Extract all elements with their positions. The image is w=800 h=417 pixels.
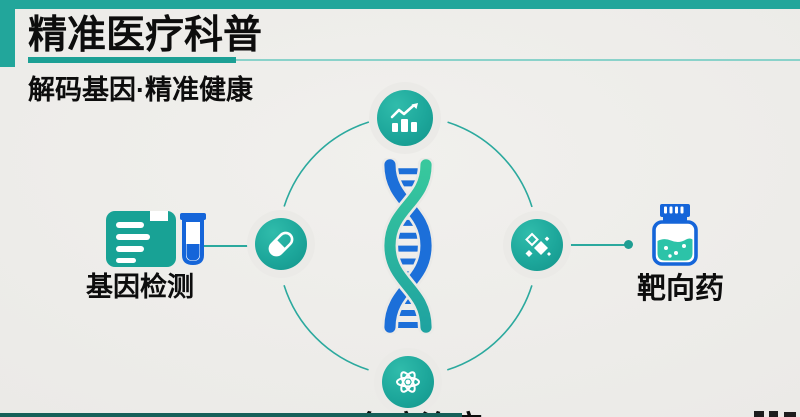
- right-connector-dot: [624, 240, 633, 249]
- targeted-drug-label: 靶向药: [637, 273, 725, 305]
- molecule-diamonds-icon: [525, 232, 551, 257]
- right-connector-line: [563, 244, 625, 246]
- page-subtitle: 解码基因·精准健康: [28, 75, 253, 105]
- page-title: 精准医疗科普: [28, 14, 263, 57]
- cropped-watermark-mark: [784, 412, 796, 417]
- left-connector-line: [188, 245, 254, 247]
- growth-chart-icon: [390, 103, 418, 132]
- title-underline-thin: [236, 59, 800, 61]
- capsule-icon: [268, 231, 294, 257]
- report-and-test-tube-icon: [106, 211, 206, 267]
- cropped-watermark-mark: [769, 411, 778, 417]
- title-accent-bar: [0, 9, 15, 67]
- medicine-bottle-icon: [652, 204, 698, 266]
- bottom-accent-bar: [0, 413, 462, 417]
- bottom-node: [382, 356, 434, 408]
- top-accent-bar: [0, 0, 800, 9]
- left-node: [255, 218, 307, 270]
- gene-testing-label: 基因检测: [86, 272, 194, 302]
- top-node: [377, 90, 433, 146]
- title-underline-thick: [28, 57, 236, 63]
- atom-icon: [396, 371, 420, 393]
- cropped-watermark-mark: [754, 411, 764, 417]
- right-node: [511, 219, 563, 271]
- dna-helix-icon: [381, 158, 435, 334]
